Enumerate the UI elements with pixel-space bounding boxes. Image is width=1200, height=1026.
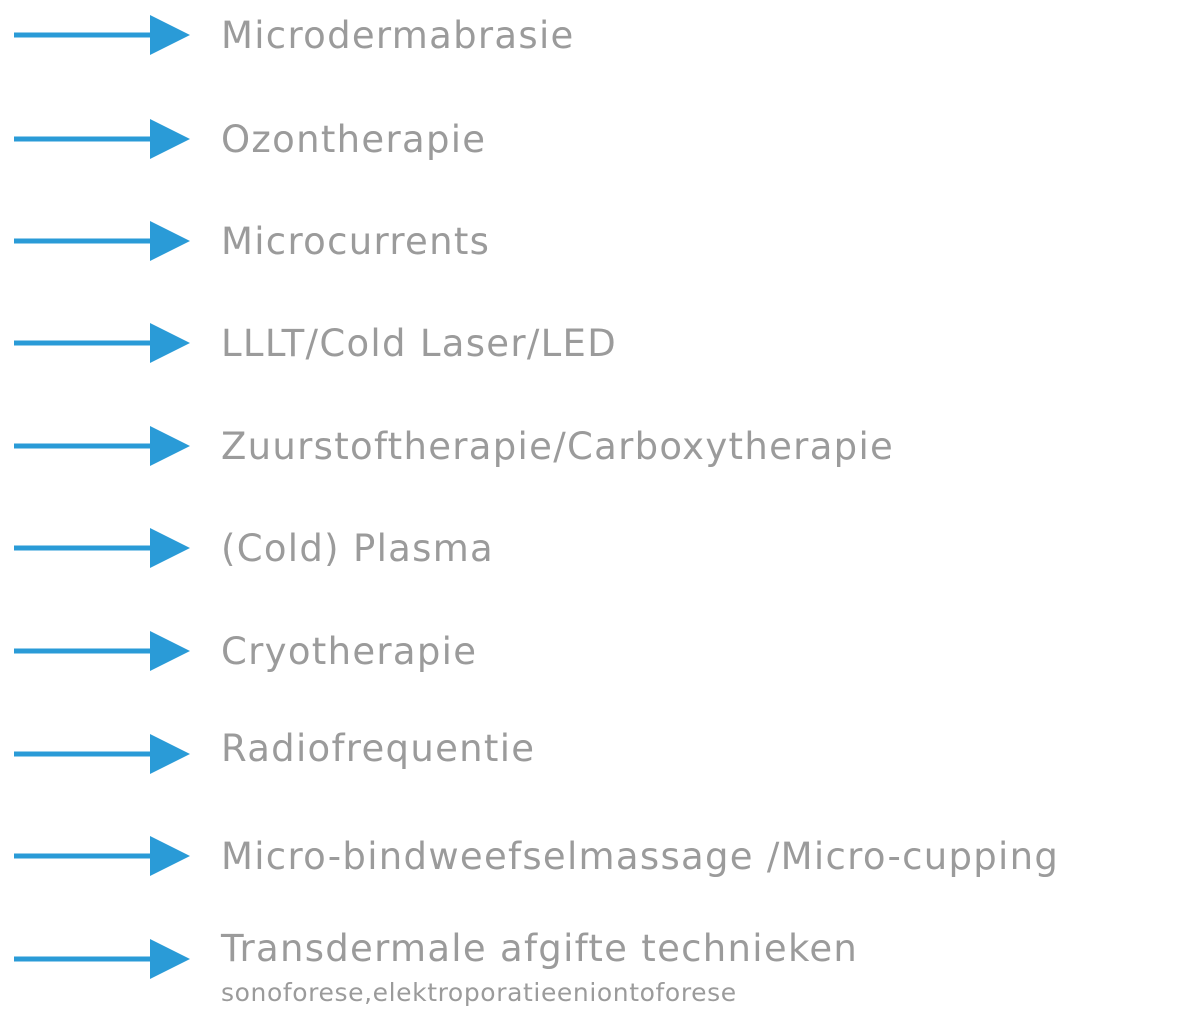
list-item-label: Micro-bindweefselmassage /Micro-cupping: [221, 835, 1060, 878]
list-item-label: Microdermabrasie: [221, 14, 575, 57]
arrow-right-icon: [14, 939, 190, 979]
arrow-right-icon: [14, 528, 190, 568]
list-item-label: (Cold) Plasma: [221, 527, 495, 570]
arrow-right-icon: [14, 631, 190, 671]
arrow-right-icon: [14, 119, 190, 159]
list-item-label: Cryotherapie: [221, 630, 478, 673]
list-item-label: Radiofrequentie: [221, 727, 536, 770]
arrow-right-icon: [14, 836, 190, 876]
list-item-label: Zuurstoftherapie/Carboxytherapie: [221, 425, 895, 468]
list-item-label: Ozontherapie: [221, 118, 487, 161]
arrow-right-icon: [14, 426, 190, 466]
arrow-right-icon: [14, 15, 190, 55]
list-item-label: Microcurrents: [221, 220, 491, 263]
arrow-right-icon: [14, 323, 190, 363]
arrow-right-icon: [14, 221, 190, 261]
list-item-label: LLLT/Cold Laser/LED: [221, 322, 618, 365]
arrow-right-icon: [14, 734, 190, 774]
list-item-sublabel: sonoforese,elektroporatieeniontoforese: [221, 978, 737, 1007]
list-item-label: Transdermale afgifte technieken: [221, 927, 859, 970]
